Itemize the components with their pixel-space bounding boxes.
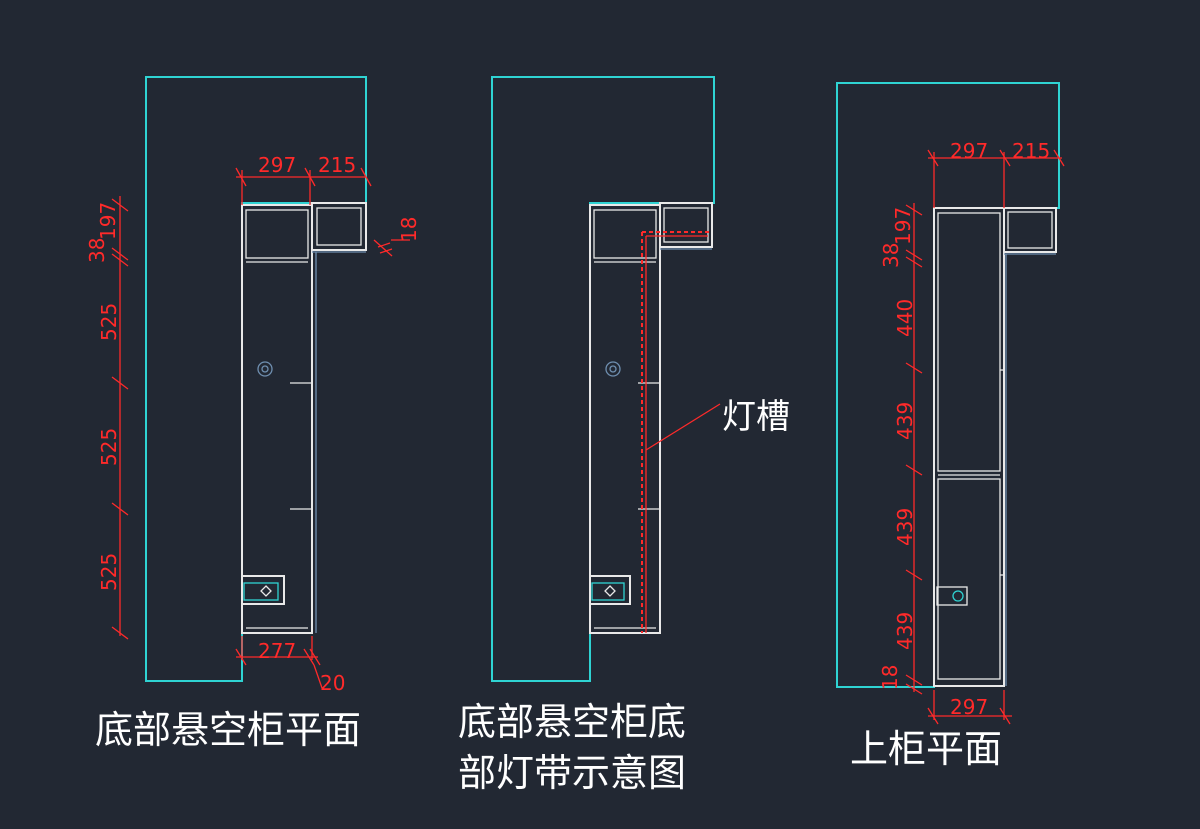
plan-3: 297 215 38 197 440 439 439 439 18 297 上柜… — [836, 82, 1065, 771]
light-strip — [641, 231, 721, 633]
dim-525-b-1: 525 — [97, 428, 121, 466]
dimensions-1 — [111, 167, 410, 689]
dim-525-a-1: 525 — [97, 303, 121, 341]
dim-297-bottom-3: 297 — [950, 695, 988, 719]
title-plan-2-line-2: 部灯带示意图 — [458, 751, 686, 795]
room-outline-2 — [491, 76, 715, 682]
dim-197-3: 197 — [891, 207, 915, 245]
title-plan-1: 底部悬空柜平面 — [95, 708, 361, 752]
dim-38-3: 38 — [879, 243, 903, 268]
dim-277-bottom-1: 277 — [258, 639, 296, 663]
dim-215-top-1: 215 — [318, 153, 356, 177]
dim-439-b-3: 439 — [893, 508, 917, 546]
cabinet-3 — [933, 207, 1057, 687]
dim-440-3: 440 — [893, 299, 917, 337]
dim-439-c-3: 439 — [893, 612, 917, 650]
room-outline-3 — [836, 82, 1060, 688]
cabinet-1 — [241, 202, 367, 634]
title-plan-3: 上柜平面 — [850, 727, 1002, 771]
dim-525-c-1: 525 — [97, 553, 121, 591]
dim-439-a-3: 439 — [893, 402, 917, 440]
dim-18-right-1: 18 — [397, 217, 421, 242]
dim-18-3: 18 — [878, 665, 902, 690]
title-plan-2-line-1: 底部悬空柜底 — [458, 700, 686, 744]
dim-297-top-3: 297 — [950, 139, 988, 163]
plan-1: 297 215 38 197 525 525 525 18 277 20 底部悬… — [85, 76, 421, 752]
plan-2: 灯槽 底部悬空柜底 部灯带示意图 — [458, 76, 790, 795]
dim-197-1: 197 — [96, 202, 120, 240]
dim-215-top-3: 215 — [1012, 139, 1050, 163]
dim-20-bottom-1: 20 — [320, 671, 345, 695]
cabinet-2 — [589, 202, 713, 634]
dim-297-top-1: 297 — [258, 153, 296, 177]
light-slot-leader — [645, 403, 721, 451]
dim-38-1: 38 — [85, 238, 109, 263]
dimensions-3 — [905, 149, 1065, 725]
label-light-slot: 灯槽 — [722, 397, 790, 437]
